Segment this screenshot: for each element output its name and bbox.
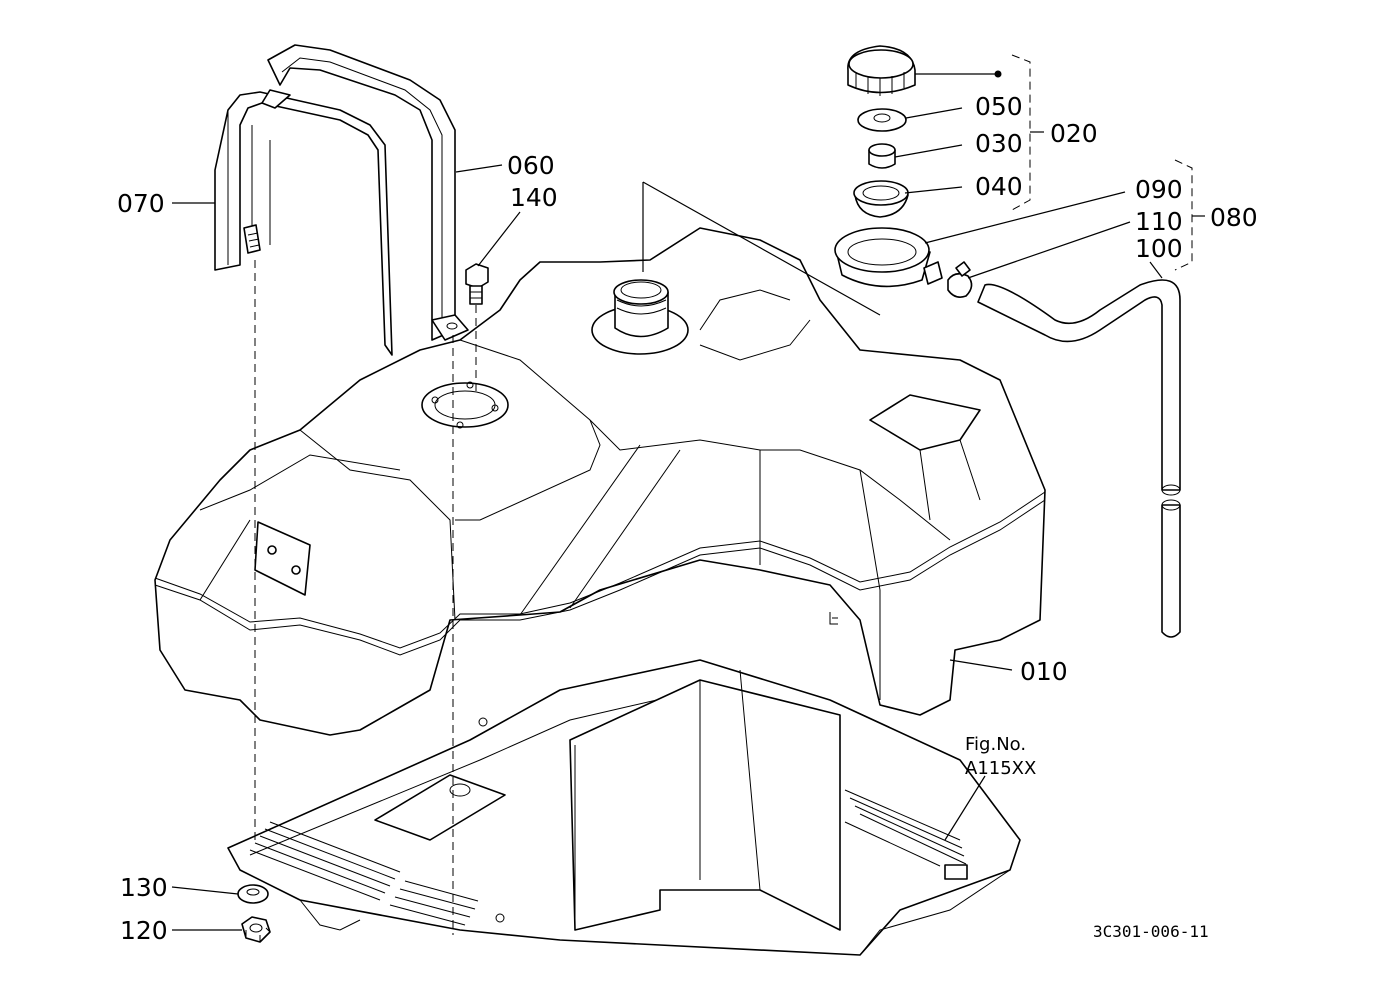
callout-080: 080: [1210, 203, 1258, 232]
callout-070: 070: [117, 189, 165, 218]
callout-120: 120: [120, 916, 168, 945]
nut-120: [241, 916, 271, 943]
bolt-140: [465, 263, 489, 305]
drawing-code: 3C301-006-11: [1093, 922, 1209, 941]
callout-140: 140: [510, 183, 558, 212]
assembly-projection-lines: [254, 54, 1193, 935]
callout-040: 040: [975, 172, 1023, 201]
callout-030: 030: [975, 129, 1023, 158]
bracket-070: [214, 89, 393, 356]
figure-number: A115XX: [965, 758, 1036, 779]
fuel-sender-opening: [421, 381, 509, 429]
fuel-tank: [154, 227, 1046, 736]
washer-130: [237, 884, 269, 904]
figure-label: Fig.No.: [965, 734, 1026, 755]
callout-060: 060: [507, 151, 555, 180]
callout-labels: 010 020 030 040 050 060 070 080 090 100 …: [117, 92, 1258, 945]
leader-lines: [171, 70, 1205, 931]
callout-050: 050: [975, 92, 1023, 121]
filler-adapter-090: [834, 227, 943, 288]
callout-110: 110: [1135, 207, 1183, 236]
callout-100: 100: [1135, 234, 1183, 263]
breather-hose-100: [977, 279, 1181, 638]
fuel-cap-assembly: [847, 45, 916, 218]
callout-020: 020: [1050, 119, 1098, 148]
filler-neck: [591, 279, 689, 355]
right-step-tread: [844, 789, 967, 867]
base-floor-plate: [227, 659, 1021, 956]
hose-clamp-110: [947, 261, 973, 298]
callout-010: 010: [1020, 657, 1068, 686]
tank-strap-060: [267, 44, 469, 341]
callout-090: 090: [1135, 175, 1183, 204]
callout-130: 130: [120, 873, 168, 902]
figure-info: Fig.No. A115XX 3C301-006-11: [965, 734, 1209, 941]
